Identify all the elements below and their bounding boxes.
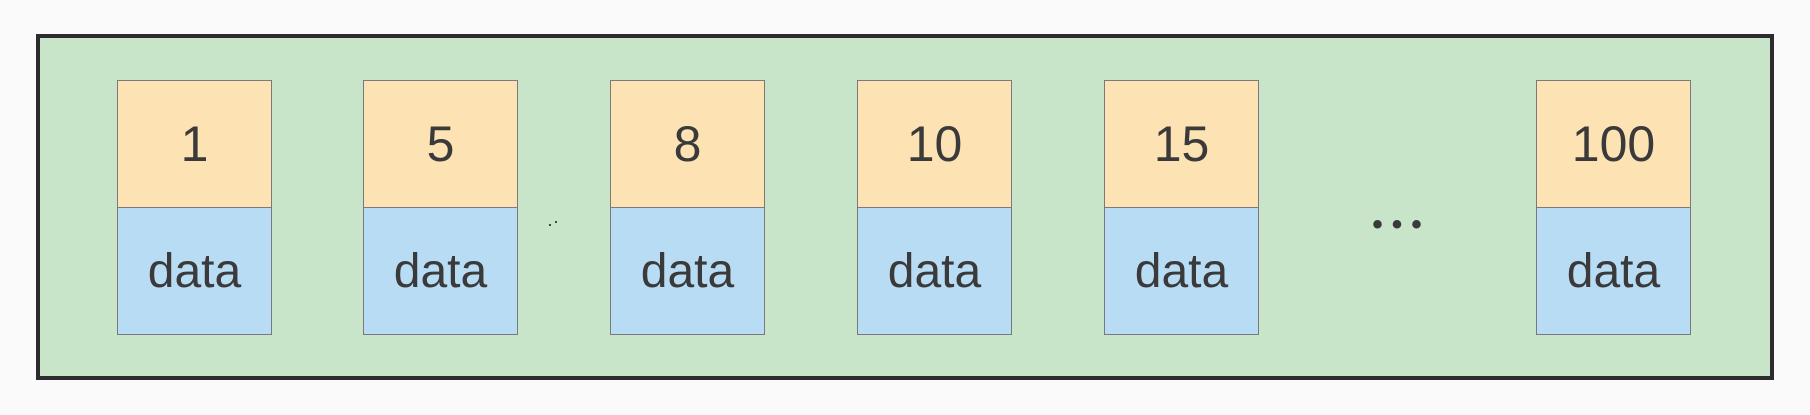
node-key-label: 5: [426, 116, 455, 172]
node-key-label: 100: [1571, 116, 1656, 172]
node: 10 data: [857, 80, 1012, 335]
node-data-cell: data: [610, 207, 765, 335]
node-data-cell: data: [363, 207, 518, 335]
node-key-label: 10: [906, 116, 963, 172]
stray-dot-icon: [555, 221, 557, 223]
node-key-label: 15: [1153, 116, 1210, 172]
node-data-label: data: [1134, 244, 1229, 298]
node-key-cell: 1: [117, 80, 272, 208]
node: 100 data: [1536, 80, 1691, 335]
node-data-label: data: [1566, 244, 1661, 298]
node-key-cell: 100: [1536, 80, 1691, 208]
node-key-label: 8: [673, 116, 702, 172]
node-data-label: data: [887, 244, 982, 298]
node-key-cell: 5: [363, 80, 518, 208]
node-key-cell: 15: [1104, 80, 1259, 208]
node: 15 data: [1104, 80, 1259, 335]
node-data-cell: data: [1104, 207, 1259, 335]
stray-dot-icon: [549, 224, 551, 226]
node-data-label: data: [640, 244, 735, 298]
node: 8 data: [610, 80, 765, 335]
node: 5 data: [363, 80, 518, 335]
node-data-cell: data: [1536, 207, 1691, 335]
node-key-cell: 8: [610, 80, 765, 208]
node: 1 data: [117, 80, 272, 335]
node-data-cell: data: [857, 207, 1012, 335]
node-list-container: 1 data 5 data 8 data 10 data 15: [36, 34, 1774, 380]
stray-dots-artifact: [549, 221, 561, 227]
node-key-label: 1: [180, 116, 209, 172]
node-data-cell: data: [117, 207, 272, 335]
node-key-cell: 10: [857, 80, 1012, 208]
ellipsis-omitted-nodes: •••: [1372, 208, 1431, 241]
node-data-label: data: [147, 244, 242, 298]
node-data-label: data: [393, 244, 488, 298]
